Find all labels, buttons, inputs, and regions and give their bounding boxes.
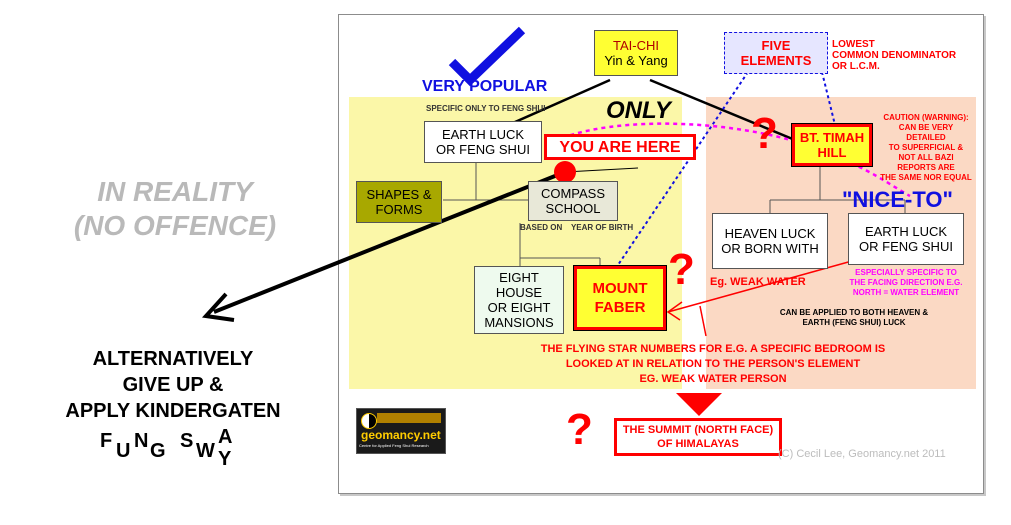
yin-yang-icon xyxy=(361,413,377,429)
question-mark-icon: ? xyxy=(668,245,695,294)
sway-w: W xyxy=(196,440,215,462)
earth-luck-left-line1: EARTH LUCK xyxy=(441,127,525,142)
mount-faber-line1: MOUNT xyxy=(592,280,648,297)
sway-a: A xyxy=(218,426,233,448)
mount-faber-line2: FABER xyxy=(594,299,646,316)
shapes-line2: FORMS xyxy=(375,202,423,217)
five-elements-line1: FIVE xyxy=(761,38,791,53)
eight-line2: HOUSE xyxy=(495,285,543,300)
shapes-line1: SHAPES & xyxy=(366,187,432,202)
caution-line: THE SAME NOR EQUAL xyxy=(880,173,972,182)
especially-line: NORTH = WATER ELEMENT xyxy=(852,288,960,297)
applied-line: EARTH (FENG SHUI) LUCK xyxy=(802,318,906,327)
especially-note: ESPECIALLY SPECIFIC TO THE FACING DIRECT… xyxy=(842,268,970,298)
flying-star-note: THE FLYING STAR NUMBERS FOR E.G. A SPECI… xyxy=(478,342,948,387)
sway-y: Y xyxy=(218,448,232,470)
caution-line: CAN BE VERY xyxy=(898,123,954,132)
fung-g: G xyxy=(150,440,166,462)
logo-tagline: Centre for Applied Feng Shui Research xyxy=(359,443,429,448)
fung-sway: F U N G S W A Y xyxy=(18,424,328,474)
earth-luck-left-line2: OR FENG SHUI xyxy=(436,142,530,157)
applied-note: CAN BE APPLIED TO BOTH HEAVEN & EARTH (F… xyxy=(754,308,954,328)
logo-text: geomancy.net xyxy=(361,428,441,442)
eight-line1: EIGHT xyxy=(499,270,539,285)
based-on-label: BASED ON YEAR OF BIRTH xyxy=(520,223,634,232)
lcd-note: LOWEST COMMON DENOMINATOR OR L.C.M. xyxy=(832,39,956,72)
mount-faber-box: MOUNT FABER xyxy=(573,265,667,331)
specific-only-label: SPECIFIC ONLY TO FENG SHUI xyxy=(426,104,546,113)
earth-luck-right-line1: EARTH LUCK xyxy=(864,224,948,239)
alternatively-text: ALTERNATIVELY GIVE UP & APPLY KINDERGATE… xyxy=(18,346,328,474)
applied-line: CAN BE APPLIED TO BOTH HEAVEN & xyxy=(779,308,929,317)
compass-school-box: COMPASS SCHOOL xyxy=(528,181,618,221)
caution-line: NOT ALL BAZI xyxy=(898,153,954,162)
shapes-forms-box: SHAPES & FORMS xyxy=(356,181,442,223)
alternatively-line3: APPLY KINDERGATEN xyxy=(65,400,281,422)
caution-line: TO SUPERFICIAL & xyxy=(888,143,964,152)
earth-luck-right-line2: OR FENG SHUI xyxy=(859,239,953,254)
caution-note: CAUTION (WARNING): CAN BE VERY DETAILED … xyxy=(878,113,974,183)
caution-line: DETAILED xyxy=(906,133,946,142)
summit-line2: OF HIMALAYAS xyxy=(657,438,739,450)
fung-n: N xyxy=(134,430,149,452)
heaven-luck-box: HEAVEN LUCK OR BORN WITH xyxy=(712,213,828,269)
checkmark-icon xyxy=(448,26,526,87)
question-mark-icon: ? xyxy=(751,109,778,158)
in-reality-line1: IN REALITY xyxy=(97,176,253,207)
earth-luck-left-box: EARTH LUCK OR FENG SHUI xyxy=(424,121,542,163)
eight-house-box: EIGHT HOUSE OR EIGHT MANSIONS xyxy=(474,266,564,334)
nice-to-label: "NICE-TO" xyxy=(842,187,953,212)
five-elements-line2: ELEMENTS xyxy=(740,53,812,68)
eight-line3: OR EIGHT xyxy=(487,300,551,315)
heaven-luck-line2: OR BORN WITH xyxy=(721,241,819,256)
fung-f: F xyxy=(100,430,113,452)
lcd-line2: COMMON DENOMINATOR xyxy=(832,50,957,61)
taichi-line1: TAI-CHI xyxy=(613,38,659,53)
caution-line: CAUTION (WARNING): xyxy=(883,113,969,122)
bt-timah-line2: HILL xyxy=(817,145,847,160)
in-reality-text: IN REALITY (NO OFFENCE) xyxy=(40,175,310,243)
in-reality-line2: (NO OFFENCE) xyxy=(73,210,277,241)
summit-line1: THE SUMMIT (NORTH FACE) xyxy=(622,424,774,436)
five-elements-box: FIVE ELEMENTS xyxy=(724,32,828,74)
earth-luck-right-box: EARTH LUCK OR FENG SHUI xyxy=(848,213,964,265)
alternatively-line2: GIVE UP & xyxy=(122,374,224,396)
lcd-line3: OR L.C.M. xyxy=(832,61,880,72)
taichi-line2: Yin & Yang xyxy=(604,53,668,68)
compass-line1: COMPASS xyxy=(540,186,606,201)
bt-timah-box: BT. TIMAH HILL xyxy=(791,123,873,167)
especially-line: THE FACING DIRECTION E.G. xyxy=(849,278,963,287)
alternatively-line1: ALTERNATIVELY xyxy=(92,348,254,370)
you-are-here-box: YOU ARE HERE xyxy=(544,134,696,160)
very-popular-label: VERY POPULAR xyxy=(422,78,548,95)
flying-star-line: EG. WEAK WATER PERSON xyxy=(639,373,787,385)
fung-u: U xyxy=(116,440,131,462)
question-mark-icon: ? xyxy=(566,405,593,454)
sway-s: S xyxy=(180,430,194,452)
only-label: ONLY xyxy=(606,97,671,124)
flying-star-line: LOOKED AT IN RELATION TO THE PERSON'S EL… xyxy=(565,358,861,370)
compass-line2: SCHOOL xyxy=(545,201,601,216)
heaven-luck-line1: HEAVEN LUCK xyxy=(724,226,816,241)
bt-timah-line1: BT. TIMAH xyxy=(799,130,865,145)
copyright-label: (C) Cecil Lee, Geomancy.net 2011 xyxy=(778,448,946,460)
flying-star-line: THE FLYING STAR NUMBERS FOR E.G. A SPECI… xyxy=(540,343,886,355)
caution-line: REPORTS ARE xyxy=(897,163,955,172)
eight-line4: MANSIONS xyxy=(484,315,554,330)
geomancy-logo: geomancy.net Centre for Applied Feng Shu… xyxy=(356,408,446,454)
summit-box: THE SUMMIT (NORTH FACE) OF HIMALAYAS xyxy=(614,418,782,456)
lcd-line1: LOWEST xyxy=(832,39,875,50)
weak-water-label: Eg. WEAK WATER xyxy=(710,276,806,288)
you-are-here-label: YOU ARE HERE xyxy=(559,138,681,156)
especially-line: ESPECIALLY SPECIFIC TO xyxy=(855,268,957,277)
taichi-box: TAI-CHI Yin & Yang xyxy=(594,30,678,76)
